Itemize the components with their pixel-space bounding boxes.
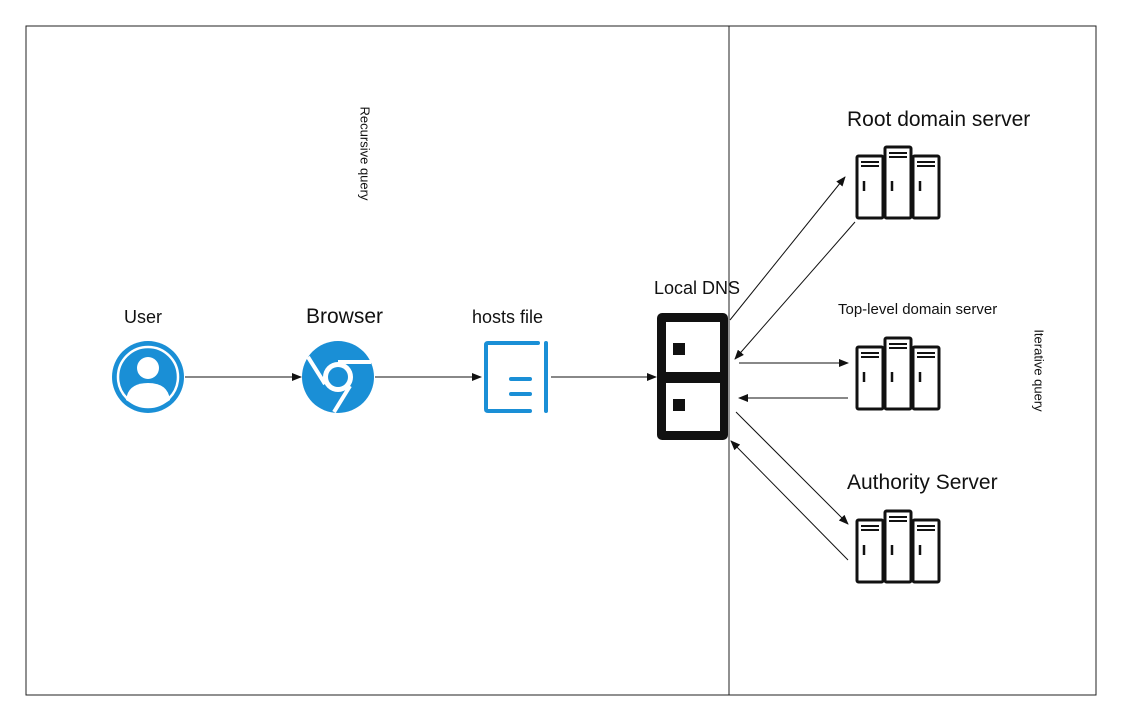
local-dns-label: Local DNS — [654, 278, 741, 298]
hosts-file-label: hosts file — [472, 307, 544, 327]
dns-server-icon — [657, 313, 728, 440]
authority-server-label: Authority Server — [847, 471, 998, 494]
arrow-dns-to-root — [729, 176, 846, 321]
user-avatar-icon — [112, 341, 184, 413]
authority-server-rack-icon — [855, 509, 941, 584]
iterative-query-label: Iterative query — [1031, 329, 1047, 412]
recursive-query-label: Recursive query — [357, 106, 373, 201]
tld-server-rack-icon — [855, 336, 941, 411]
root-server-label: Root domain server — [847, 108, 1031, 131]
root-server-rack-icon — [855, 145, 941, 220]
chrome-browser-icon — [302, 341, 374, 414]
arrow-root-to-dns — [734, 221, 856, 360]
arrow-authority-to-dns — [730, 440, 849, 561]
tld-server-label: Top-level domain server — [838, 301, 998, 318]
user-label: User — [124, 307, 163, 327]
arrow-dns-to-authority — [735, 411, 849, 525]
document-icon — [484, 341, 548, 413]
outer-frame — [25, 25, 1097, 696]
browser-label: Browser — [306, 305, 384, 328]
